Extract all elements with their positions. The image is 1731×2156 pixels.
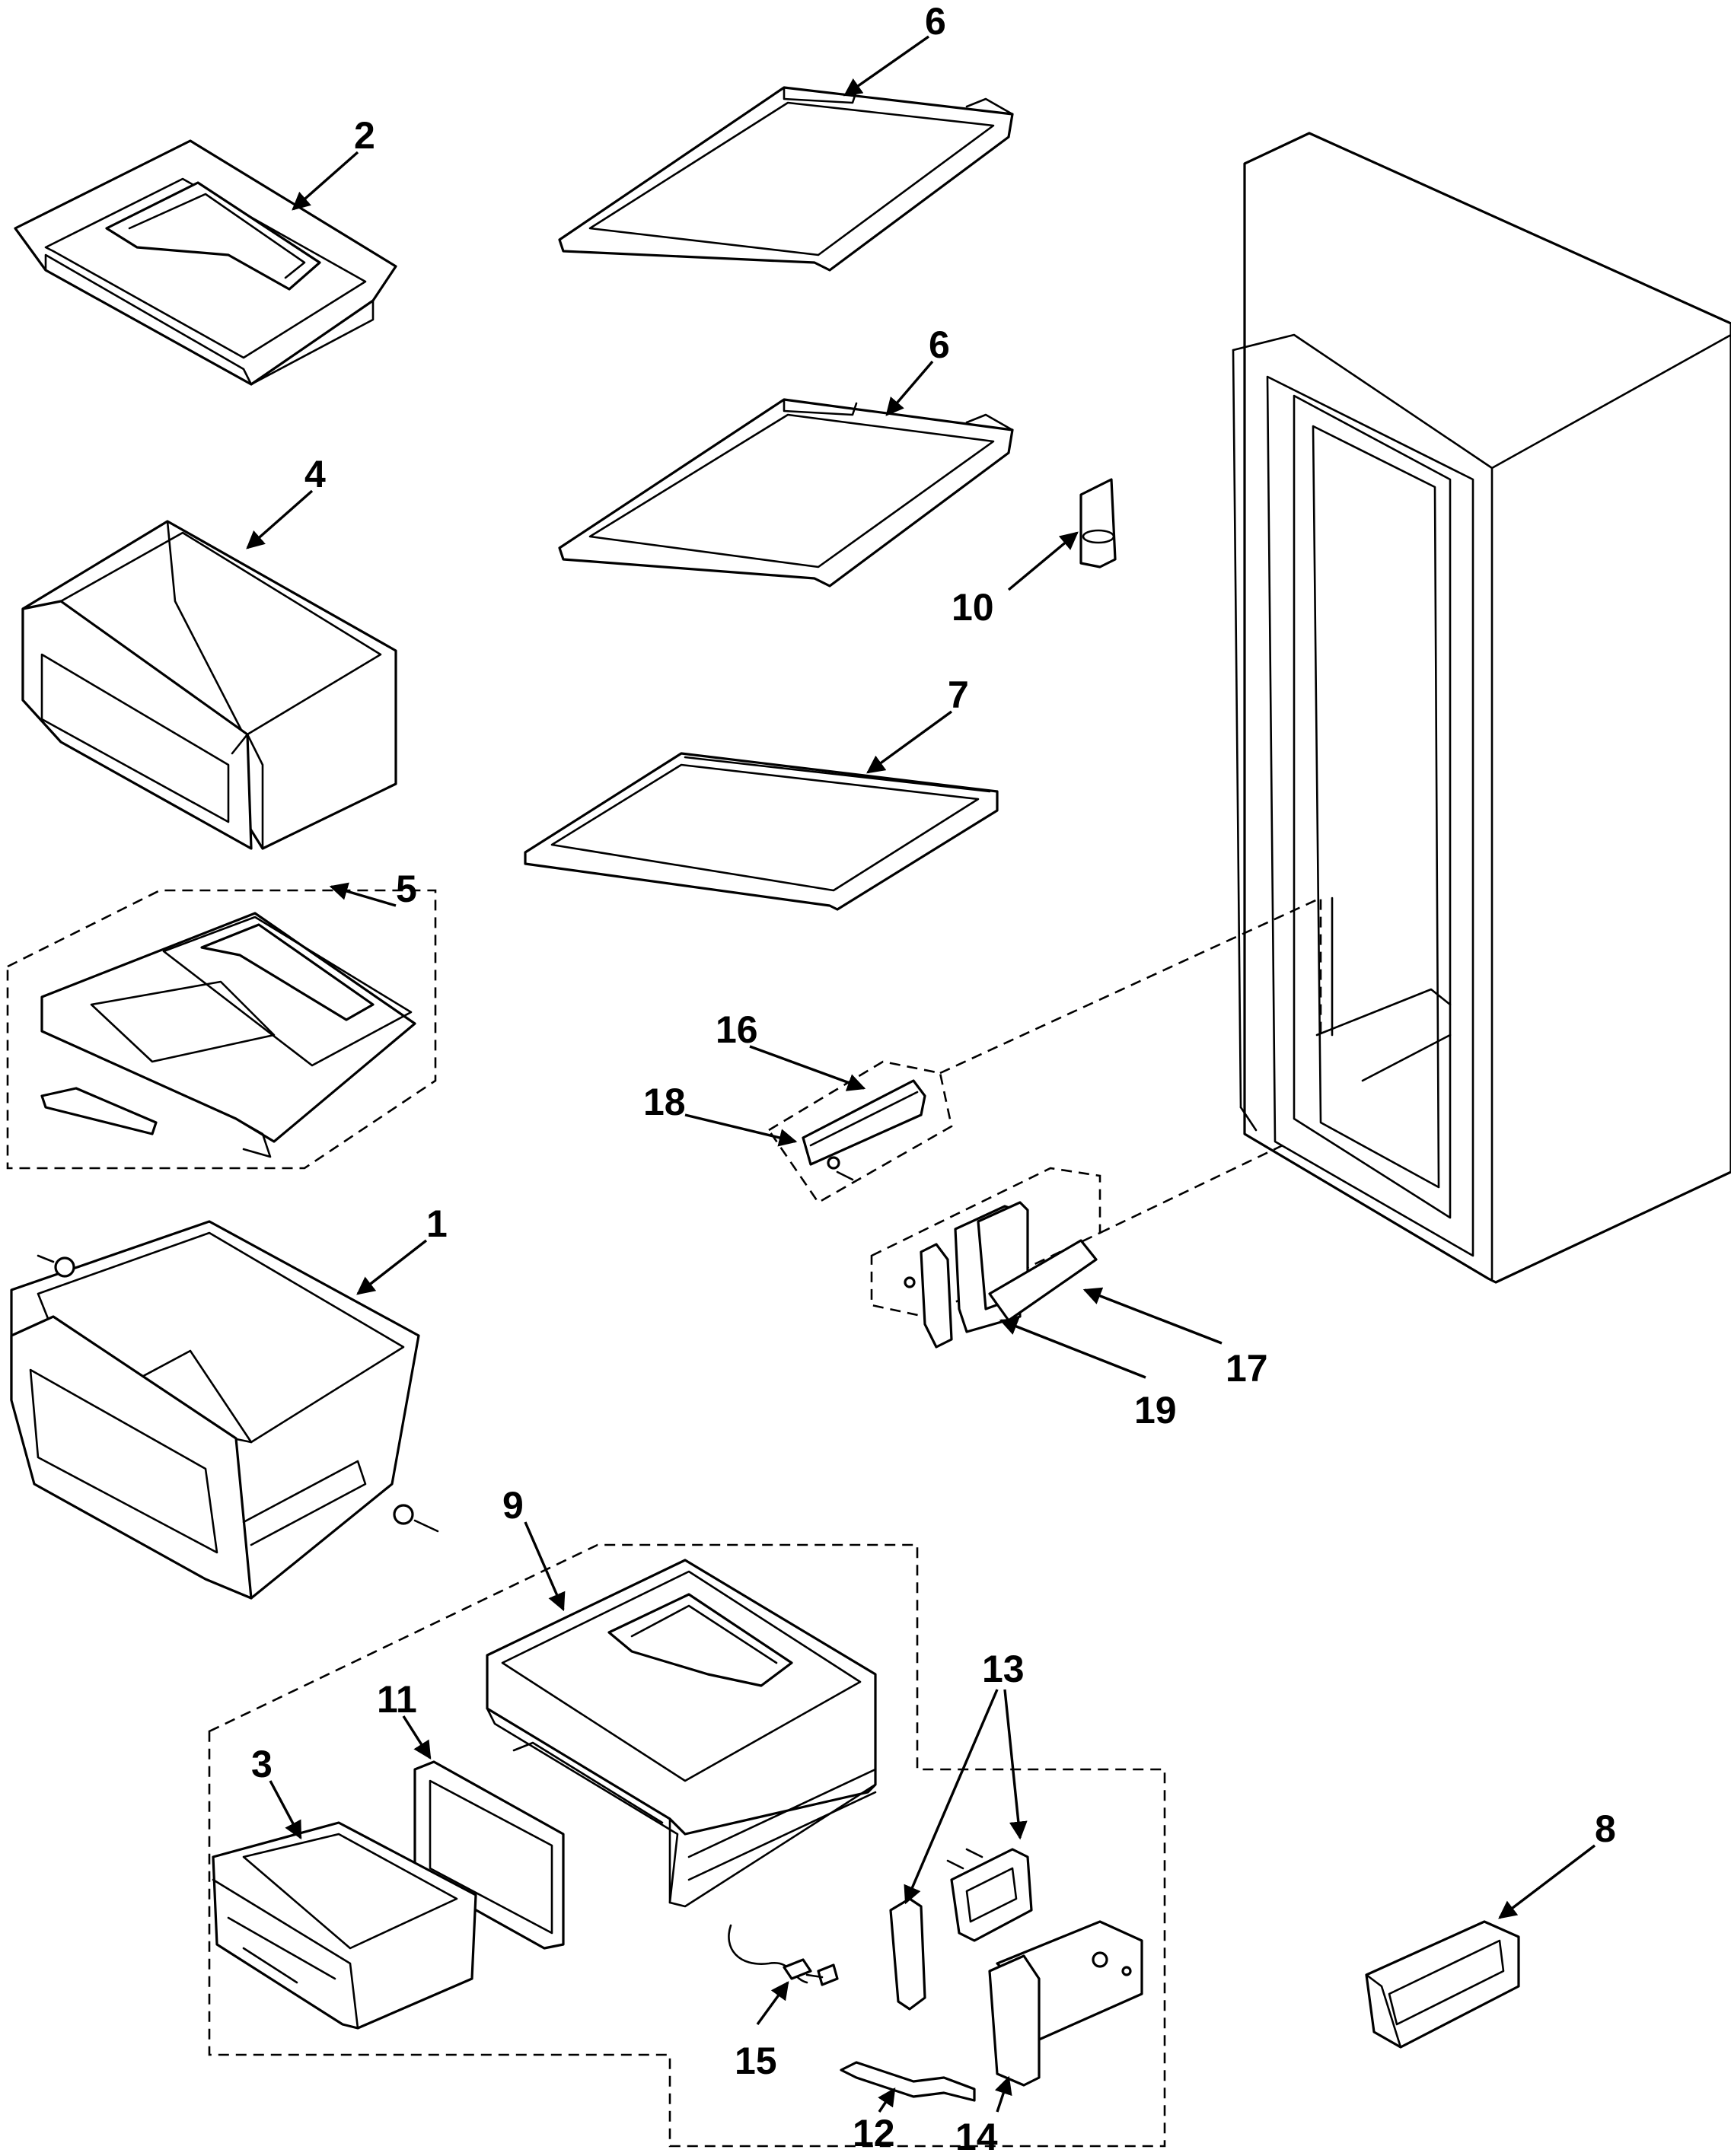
callout-4: 4 (304, 453, 326, 495)
callout-18: 18 (643, 1081, 686, 1123)
callout-11: 11 (377, 1678, 417, 1721)
part-9-crisper-housing (208, 1543, 1166, 2148)
part-15-wire-harness (728, 1924, 839, 1986)
part-12-flat-cable (840, 2061, 976, 2102)
callout-15: 15 (735, 2040, 777, 2082)
callout-17: 17 (1226, 1347, 1268, 1390)
callout-14: 14 (955, 2116, 998, 2156)
callout-13: 13 (982, 1648, 1025, 1690)
callout-5: 5 (396, 868, 417, 910)
callout-16: 16 (716, 1008, 758, 1051)
part-6-shelf-middle (558, 398, 1014, 588)
callout-8: 8 (1595, 1807, 1616, 1850)
part-13-control-board (889, 1848, 1033, 2011)
callout-12: 12 (853, 2112, 895, 2154)
dashed-leader-16 (939, 896, 1322, 1075)
part-1-large-crisper-drawer (10, 1220, 439, 1600)
dashed-leader-17 (1099, 1144, 1283, 1234)
callout-7: 7 (948, 674, 969, 716)
callout-labels: 1 2 3 4 5 6 6 7 8 9 10 11 12 13 14 15 16… (251, 0, 1616, 2156)
callout-10: 10 (952, 586, 994, 629)
part-10-egg-holder (1079, 478, 1117, 568)
refrigerator-cabinet (1232, 132, 1731, 1284)
part-8-door-bin (1365, 1920, 1520, 2049)
leader-arrows (246, 35, 1596, 2113)
part-17-cover-assembly (870, 1167, 1101, 1349)
part-7-glass-shelf (524, 752, 999, 911)
part-2-crisper-cover (14, 139, 397, 386)
callout-3: 3 (251, 1743, 273, 1785)
callout-9: 9 (502, 1484, 524, 1527)
callout-6-top: 6 (925, 0, 946, 43)
callout-2: 2 (354, 114, 375, 157)
part-6-shelf-top (558, 86, 1014, 272)
callout-6-middle: 6 (929, 323, 950, 366)
part-3-drawer (212, 1821, 477, 2030)
callout-19: 19 (1134, 1389, 1177, 1431)
callout-1: 1 (426, 1202, 448, 1245)
part-16-bracket (767, 1060, 953, 1204)
part-4-crisper-drawer (21, 520, 397, 850)
part-14-control-cover (988, 1920, 1143, 2087)
part-5-crisper-cover-assembly (6, 889, 437, 1170)
